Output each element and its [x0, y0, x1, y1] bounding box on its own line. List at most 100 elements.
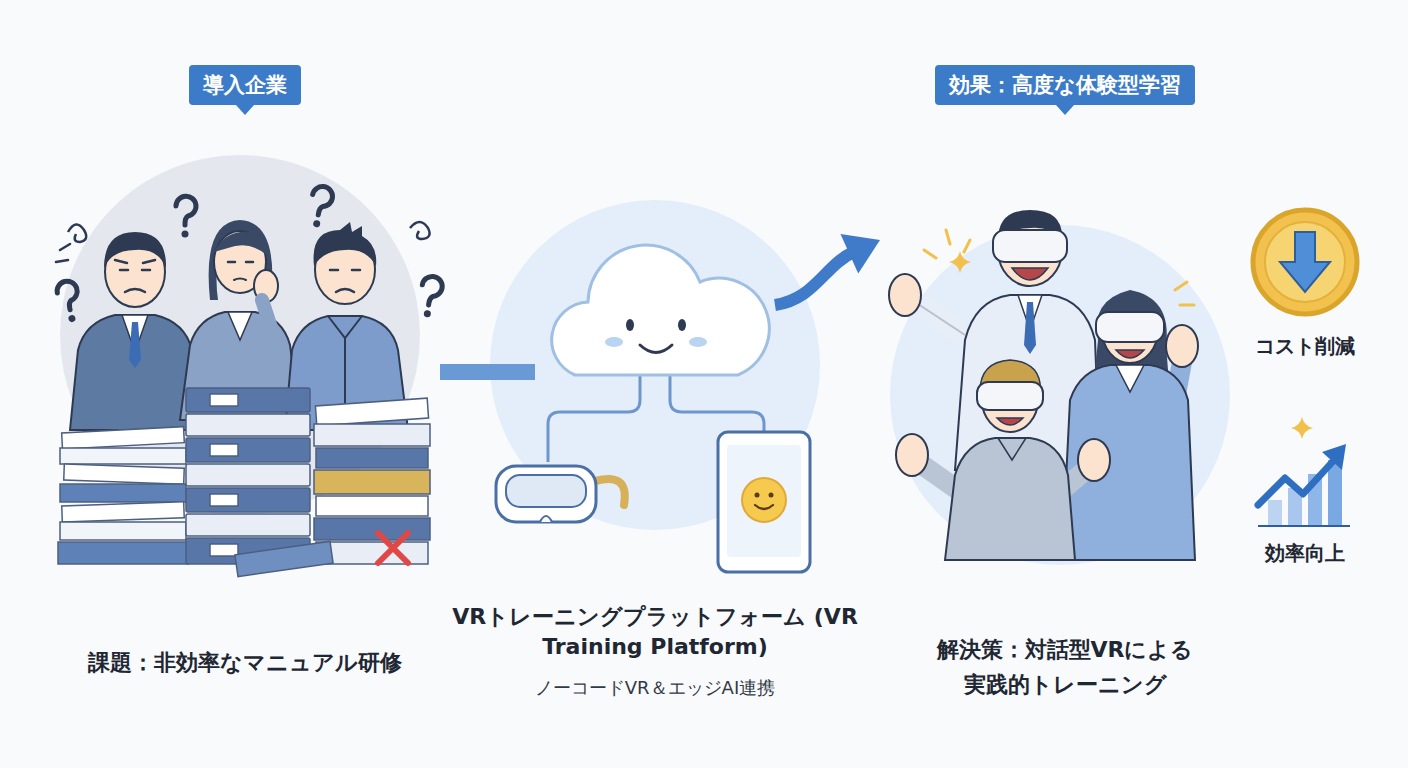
efficiency-chart-icon — [1258, 417, 1350, 526]
effect-illustration-part — [997, 418, 1023, 425]
platform-illustration-part — [506, 475, 586, 507]
effect-illustration-part — [977, 382, 1043, 410]
problem-illustration-part — [129, 322, 141, 368]
problem-illustration-part-part — [58, 542, 188, 564]
problem-illustration-part-part — [210, 444, 238, 456]
problem-illustration-part — [410, 222, 430, 239]
heading-callout: 導入企業 — [189, 65, 301, 105]
platform-illustration-part — [605, 337, 623, 347]
platform-illustration — [490, 200, 820, 572]
cost-coin-icon-part — [1280, 232, 1330, 292]
arrow-head — [840, 234, 880, 273]
effect-illustration-part — [1096, 312, 1164, 342]
efficiency-chart-icon-part — [1328, 460, 1342, 526]
connector-line — [775, 252, 854, 305]
platform-illustration-part — [640, 345, 672, 353]
effect-illustration-part — [1116, 365, 1144, 392]
problem-illustration-part-part — [60, 484, 186, 502]
platform-illustration-part — [727, 445, 801, 557]
problem-illustration-part-part — [64, 464, 184, 484]
effect-illustration-part — [949, 251, 971, 273]
platform-illustration-part — [689, 337, 707, 347]
problem-illustration-part — [228, 261, 253, 264]
cost-coin-icon-part — [1253, 210, 1357, 314]
problem-illustration-part — [418, 275, 444, 319]
connector-bar — [440, 372, 535, 373]
cost-coin-icon-part — [1265, 222, 1345, 302]
problem-illustration-part — [214, 232, 268, 256]
problem-illustration-part — [314, 222, 377, 266]
efficiency-chart-icon-part — [1268, 500, 1282, 526]
problem-illustration-part-part — [60, 448, 186, 464]
problem-illustration-part-part — [316, 496, 428, 516]
problem-illustration-part — [234, 279, 246, 281]
effect-illustration-part — [1024, 302, 1036, 354]
problem-illustration-part-part — [186, 438, 310, 462]
problem-illustration-part-part — [314, 518, 430, 540]
caption-text: 解決策：対話型VRによる 実践的トレーニング — [865, 632, 1265, 702]
effect-illustration-part — [945, 438, 1075, 560]
platform-illustration-part — [552, 245, 770, 375]
platform-illustration-part — [496, 466, 596, 522]
problem-illustration-part — [68, 224, 86, 242]
problem-illustration-part — [58, 388, 430, 577]
effect-illustration-part — [1012, 268, 1048, 280]
problem-illustration-part-part — [186, 464, 310, 486]
problem-illustration-part-part — [316, 448, 428, 468]
problem-group: 導入企業課題：非効率なマニュアル研修 — [50, 62, 440, 702]
problem-illustration-part-part — [60, 522, 186, 540]
problem-illustration-part-part — [186, 488, 310, 512]
problem-illustration-part — [328, 316, 362, 338]
platform-illustration-part — [490, 200, 820, 530]
problem-illustration-part — [55, 279, 83, 324]
problem-illustration-part-part — [235, 541, 333, 576]
platform-illustration-part — [755, 505, 773, 509]
problem-illustration-part-part — [186, 388, 310, 412]
problem-illustration-part — [262, 300, 275, 340]
problem-illustration-part-part — [314, 424, 430, 446]
problem-illustration-part — [176, 196, 196, 237]
problem-illustration-part-part — [186, 414, 310, 436]
effect-illustration-part — [915, 302, 965, 335]
problem-illustration-part-part — [210, 394, 238, 406]
caption-text: 課題：非効率なマニュアル研修 — [35, 645, 455, 680]
connector-line — [440, 364, 535, 380]
problem-illustration-part — [56, 244, 70, 262]
effect-illustration-part — [1116, 350, 1144, 358]
subtitle-text: ノーコードVR＆エッジAI連携 — [445, 675, 865, 701]
effect-illustration-part — [889, 274, 921, 316]
platform-group: VRトレーニングプラットフォーム (VR Training Platform)ノ… — [535, 150, 775, 710]
effect-illustration-part — [896, 434, 928, 476]
platform-illustration-part — [718, 432, 810, 572]
benefit-label: 効率向上 — [1265, 540, 1345, 567]
problem-illustration-part — [125, 289, 145, 292]
efficiency-chart-icon-part — [1258, 525, 1350, 527]
problem-illustration-part — [104, 232, 166, 268]
caption-text: VRトレーニングプラットフォーム (VR Training Platform) — [445, 602, 865, 662]
effect-illustration-part — [890, 225, 1230, 565]
efficiency-chart-icon-part — [1258, 458, 1336, 505]
problem-illustration-part — [330, 269, 360, 272]
problem-illustration — [55, 155, 443, 577]
platform-illustration-part — [626, 319, 634, 331]
problem-illustration-part — [336, 289, 354, 292]
heading-callout: 効果：高度な体験型学習 — [935, 65, 1195, 105]
problem-illustration-part-part — [62, 502, 184, 522]
problem-illustration-part-part — [210, 544, 238, 556]
effect-illustration — [889, 210, 1230, 565]
curved-arrow — [775, 234, 880, 305]
problem-illustration-part-part — [62, 427, 185, 449]
platform-illustration-part — [755, 493, 760, 498]
effect-illustration-part — [915, 302, 965, 335]
problem-illustration-part — [378, 533, 408, 563]
efficiency-chart-icon-part — [1322, 444, 1346, 470]
problem-illustration-part-part — [314, 470, 430, 494]
effect-illustration-part — [998, 438, 1026, 460]
efficiency-chart-icon-part — [1291, 417, 1313, 439]
problem-illustration-part-part — [315, 398, 428, 426]
effect-illustration-part — [1078, 439, 1110, 481]
platform-illustration-part — [742, 478, 786, 522]
cost-coin-icon — [1253, 210, 1357, 314]
